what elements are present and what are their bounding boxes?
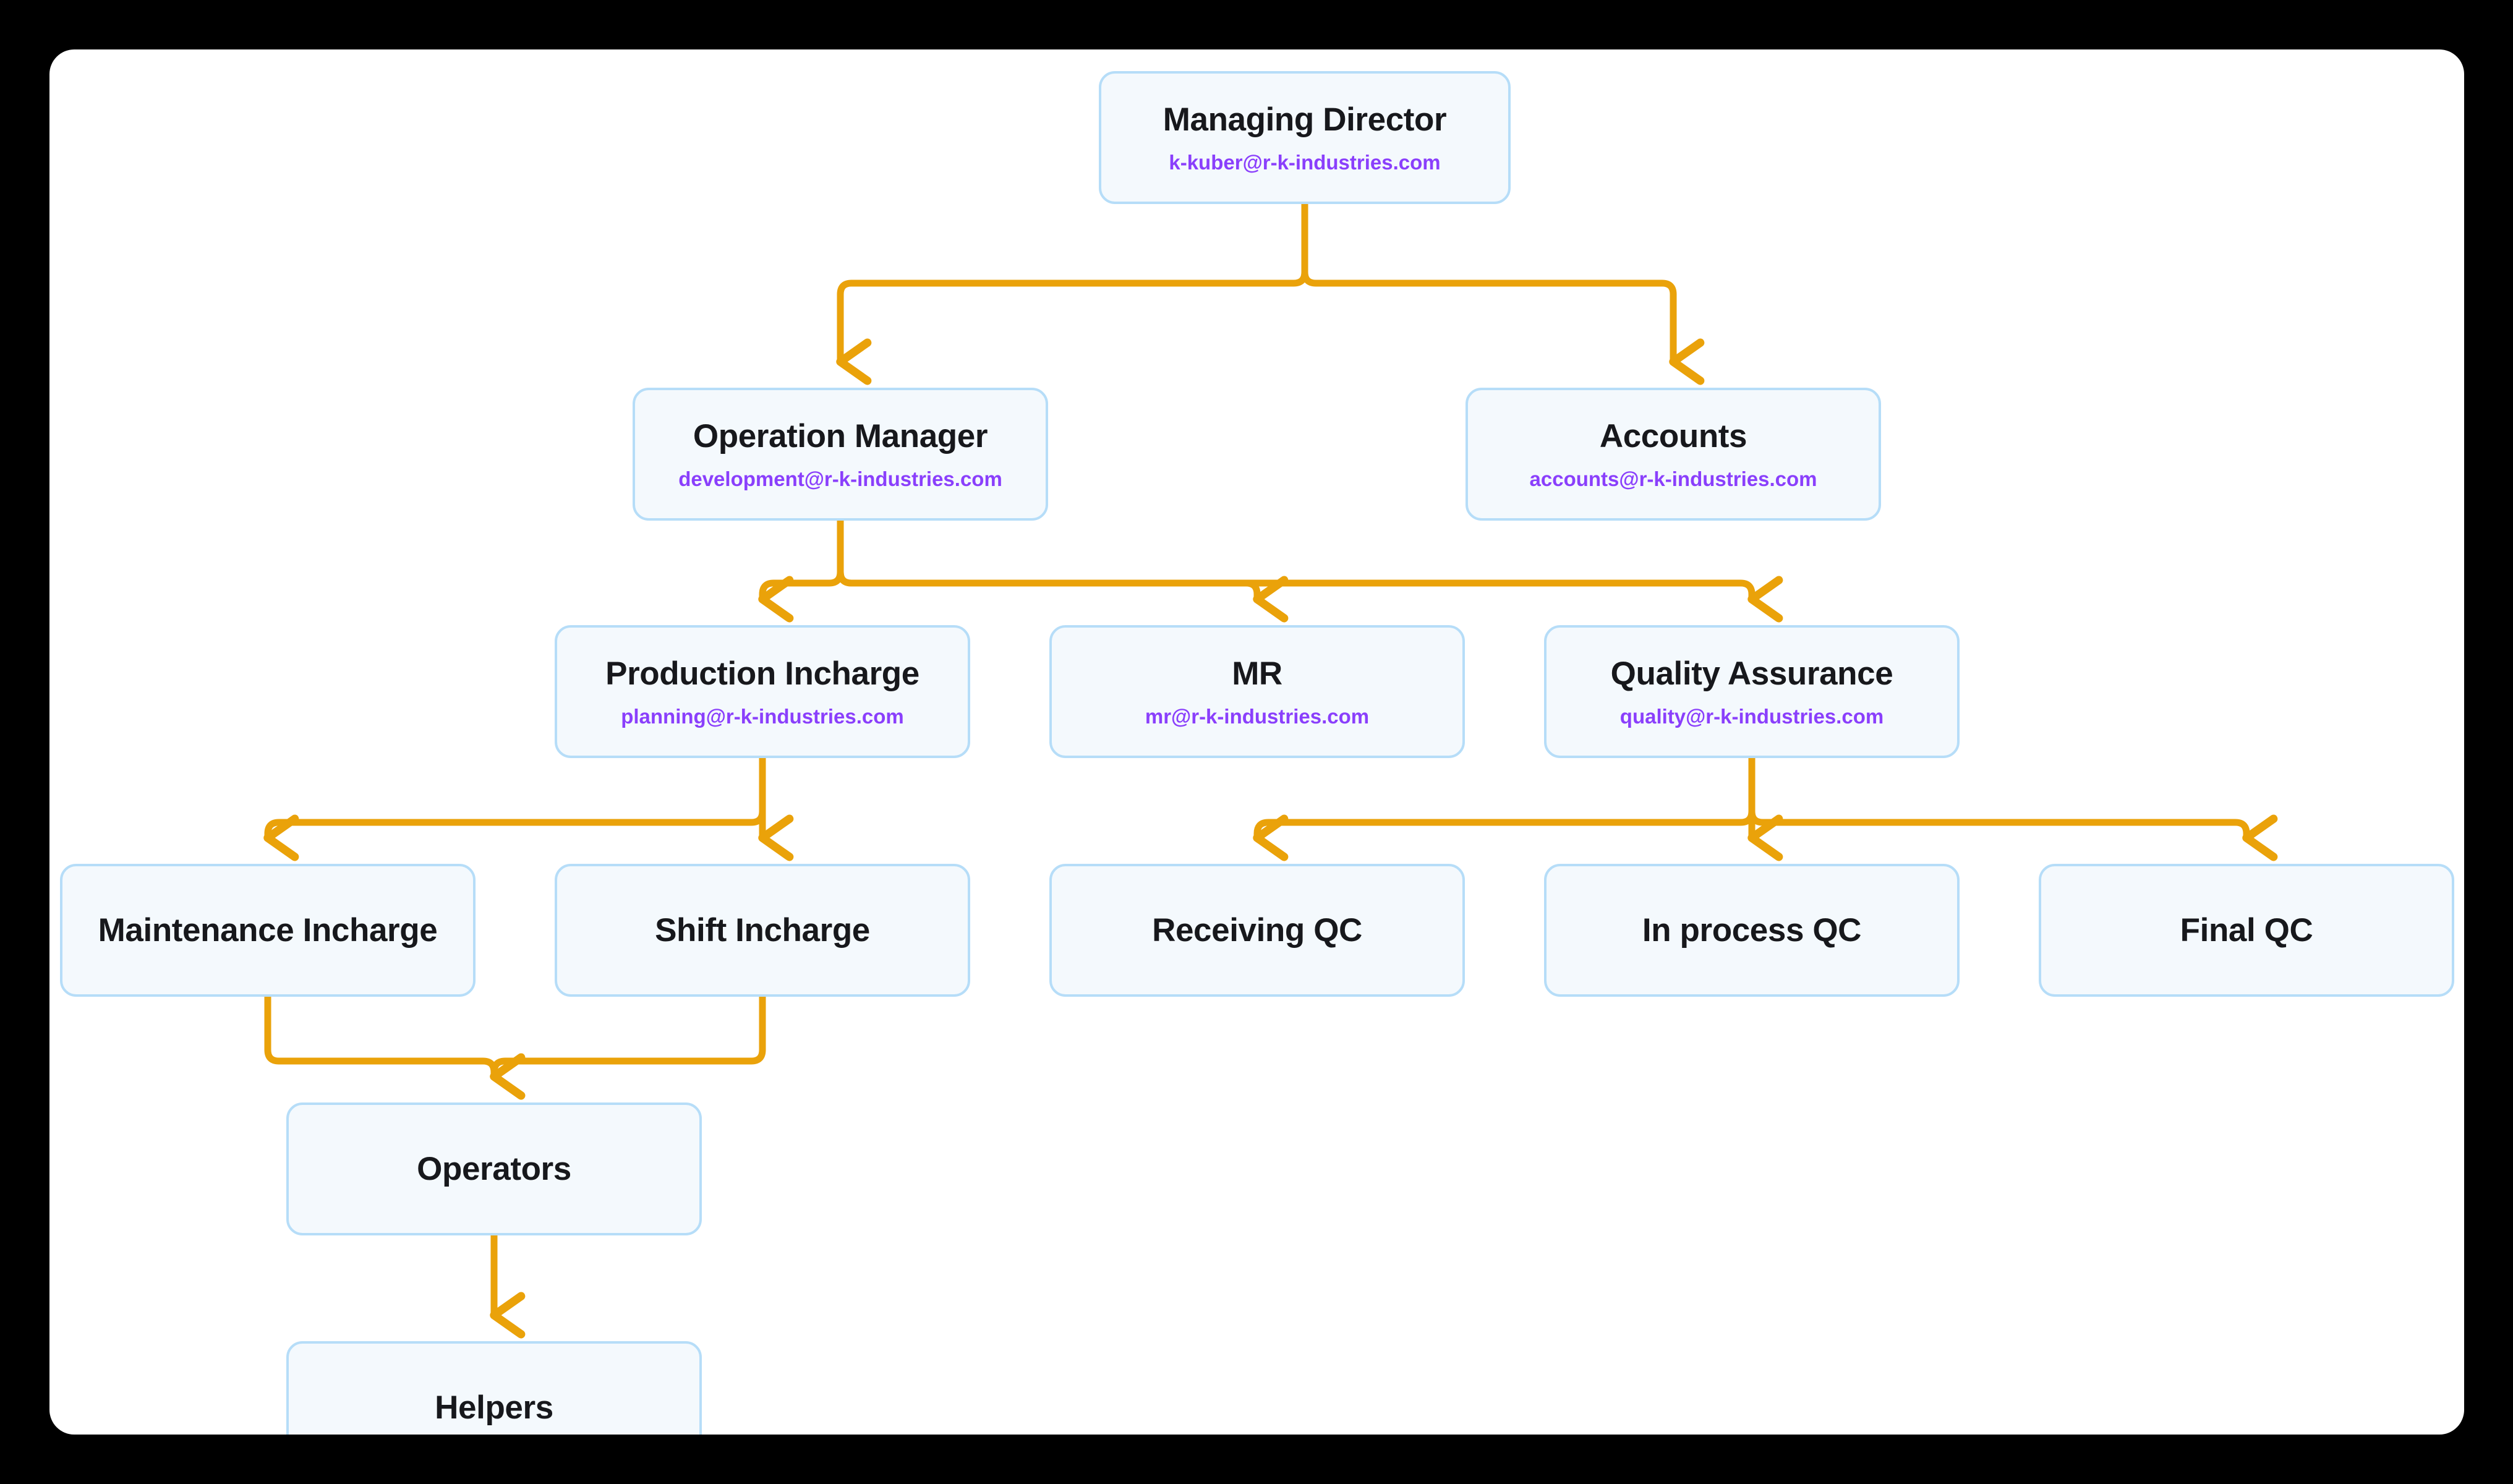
node-title: Helpers [435,1389,553,1426]
org-node-mr[interactable]: MR mr@r-k-industries.com [1049,625,1465,758]
node-title: MR [1232,655,1282,693]
org-node-in-process-qc[interactable]: In process QC [1544,864,1960,997]
node-email[interactable]: accounts@r-k-industries.com [1529,467,1817,490]
org-node-quality-assurance[interactable]: Quality Assurance quality@r-k-industries… [1544,625,1960,758]
org-chart-canvas: Managing Director k-kuber@r-k-industries… [49,49,2464,1435]
node-title: Quality Assurance [1610,655,1893,693]
node-email[interactable]: mr@r-k-industries.com [1145,704,1370,728]
org-node-shift-incharge[interactable]: Shift Incharge [555,864,970,997]
edge-qa-to-final-qc [1748,754,2278,861]
org-node-maintenance-incharge[interactable]: Maintenance Incharge [60,864,476,997]
edge-om-to-mr [837,517,1289,623]
node-title: Production Incharge [605,655,919,693]
node-title: Shift Incharge [655,911,870,949]
node-title: Accounts [1599,418,1747,455]
edge-qa-to-receiving-qc [1253,754,1756,861]
edge-shift-to-operators [490,993,766,1100]
node-title: Managing Director [1163,101,1447,139]
edge-pi-to-maintenance-incharge [263,754,766,861]
edge-om-to-production-incharge [758,517,844,623]
org-node-accounts[interactable]: Accounts accounts@r-k-industries.com [1466,388,1881,521]
node-title: Maintenance Incharge [98,911,438,949]
org-node-final-qc[interactable]: Final QC [2039,864,2454,997]
org-node-helpers[interactable]: Helpers [286,1341,702,1435]
node-email[interactable]: k-kuber@r-k-industries.com [1169,150,1441,174]
node-title: Operation Manager [693,418,988,455]
edge-om-to-quality-assurance [837,517,1783,623]
node-email[interactable]: development@r-k-industries.com [678,467,1002,490]
org-node-receiving-qc[interactable]: Receiving QC [1049,864,1465,997]
edge-maintenance-to-operators [264,993,526,1100]
node-email[interactable]: planning@r-k-industries.com [621,704,904,728]
org-node-managing-director[interactable]: Managing Director k-kuber@r-k-industries… [1099,71,1511,204]
node-title: Final QC [2180,911,2313,949]
node-email[interactable]: quality@r-k-industries.com [1619,704,1884,728]
node-title: Receiving QC [1152,911,1362,949]
node-title: In process QC [1642,911,1862,949]
edge-md-to-operation-manager [836,200,1308,385]
org-node-operators[interactable]: Operators [286,1102,702,1235]
org-node-operation-manager[interactable]: Operation Manager development@r-k-indust… [633,388,1048,521]
org-node-production-incharge[interactable]: Production Incharge planning@r-k-industr… [555,625,970,758]
node-title: Operators [417,1150,571,1187]
edge-md-to-accounts [1301,200,1705,385]
